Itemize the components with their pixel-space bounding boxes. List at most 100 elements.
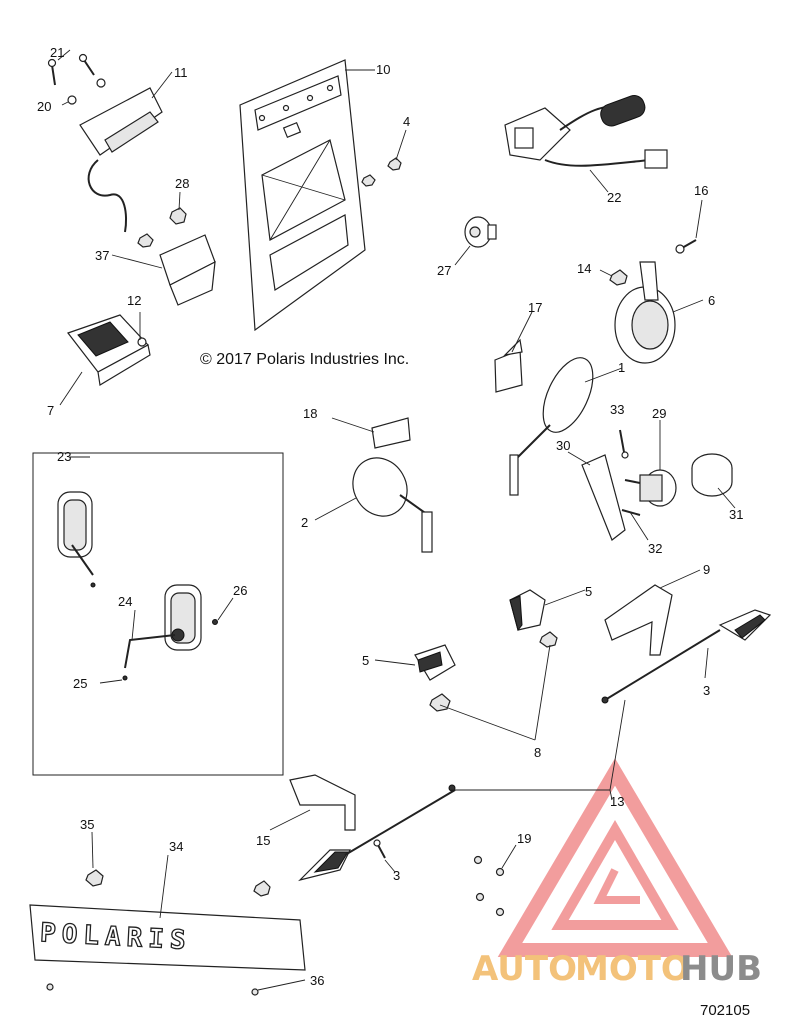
leader-24 xyxy=(131,609,136,641)
part-11-license-light xyxy=(79,87,163,233)
callout-25: 25 xyxy=(73,676,87,691)
part-4-nut xyxy=(387,157,402,171)
callout-20: 20 xyxy=(37,99,51,114)
callout-3-left: 3 xyxy=(393,868,400,883)
leader-2 xyxy=(314,497,357,521)
leader-22 xyxy=(589,169,609,193)
part-16-screw xyxy=(675,239,697,254)
part-nut-34 xyxy=(253,880,271,897)
part-20-washer-2 xyxy=(96,78,106,88)
leader-30 xyxy=(567,451,591,466)
callout-26: 26 xyxy=(233,583,247,598)
part-27-connector xyxy=(464,216,497,248)
part-31-ring xyxy=(691,453,733,497)
callout-17: 17 xyxy=(528,300,542,315)
part-35-nut xyxy=(85,869,104,887)
part-32-pin xyxy=(624,479,641,484)
leader-37 xyxy=(111,254,163,269)
leader-35 xyxy=(91,831,94,869)
part-2-mirror xyxy=(352,457,433,553)
part-32-pin-2 xyxy=(621,509,641,516)
leader-32 xyxy=(629,511,649,541)
callout-34: 34 xyxy=(169,839,183,854)
leader-17 xyxy=(511,311,533,353)
part-14-nut xyxy=(609,269,628,286)
part-13-signal-left xyxy=(298,784,456,882)
leader-27 xyxy=(454,245,471,266)
callout-14: 14 xyxy=(577,261,591,276)
leader-25 xyxy=(99,679,123,684)
part-15-bracket xyxy=(289,774,356,831)
callout-7: 7 xyxy=(47,403,54,418)
leader-19 xyxy=(501,844,517,869)
callout-13: 13 xyxy=(610,794,624,809)
callout-28: 28 xyxy=(175,176,189,191)
callout-5-upper: 5 xyxy=(585,584,592,599)
leader-14 xyxy=(599,269,613,277)
callout-9: 9 xyxy=(703,562,710,577)
part-36-screw-right xyxy=(251,988,259,996)
callout-1: 1 xyxy=(618,360,625,375)
callout-33: 33 xyxy=(610,402,624,417)
part-nut-37a xyxy=(137,233,154,248)
callout-6: 6 xyxy=(708,293,715,308)
part-23-mirror-kit xyxy=(57,491,96,588)
leader-4 xyxy=(395,129,407,161)
callout-8: 8 xyxy=(534,745,541,760)
part-21-screws xyxy=(47,53,95,86)
callout-29: 29 xyxy=(652,406,666,421)
callout-2: 2 xyxy=(301,515,308,530)
part-7-module xyxy=(67,314,151,386)
part-28-bolt xyxy=(169,207,187,225)
part-19-screws xyxy=(473,855,505,917)
part-8-nut-lower xyxy=(429,693,451,712)
callout-10: 10 xyxy=(376,62,390,77)
callout-23: 23 xyxy=(57,449,71,464)
callout-36: 36 xyxy=(310,973,324,988)
part-24-rod xyxy=(122,634,176,681)
part-17-bracket xyxy=(494,338,523,393)
part-5-connector-upper xyxy=(509,589,546,632)
leader-1 xyxy=(584,367,623,383)
part-37-bracket xyxy=(159,234,216,306)
watermark-text-hub: HUB xyxy=(680,949,762,989)
leader-26 xyxy=(217,597,234,621)
watermark-logo xyxy=(497,758,733,957)
part-30-bracket xyxy=(581,454,626,541)
leader-11 xyxy=(151,71,173,99)
callout-37: 37 xyxy=(95,248,109,263)
leader-16 xyxy=(695,199,703,239)
leader-5b xyxy=(374,659,416,666)
callout-18: 18 xyxy=(303,406,317,421)
part-1-mirror xyxy=(509,357,594,496)
part-9-bracket xyxy=(604,584,673,656)
leader-28 xyxy=(178,191,181,211)
watermark-text-moto: MOTO xyxy=(575,949,690,989)
callout-32: 32 xyxy=(648,541,662,556)
leader-21 xyxy=(57,49,71,61)
leader-3-left xyxy=(384,859,396,873)
leader-36 xyxy=(257,979,306,991)
callout-5-lower: 5 xyxy=(362,653,369,668)
part-23-mirror-kit-2 xyxy=(164,584,202,651)
part-13-signal-right xyxy=(601,609,772,704)
leader-8b xyxy=(534,644,551,741)
leader-31 xyxy=(717,487,736,509)
part-36-screw-left xyxy=(46,983,54,991)
leader-18 xyxy=(331,417,375,433)
callout-15: 15 xyxy=(256,833,270,848)
part-18-bracket xyxy=(371,417,411,449)
copyright-notice: © 2017 Polaris Industries Inc. xyxy=(200,351,409,368)
callout-27: 27 xyxy=(437,263,451,278)
part-22-switch xyxy=(504,95,668,169)
leader-3-right xyxy=(704,647,709,679)
kit-23-box xyxy=(32,452,284,776)
leader-9 xyxy=(659,569,701,589)
callout-labels: 1 2 3 3 4 5 5 6 7 8 9 10 11 12 13 14 15 … xyxy=(37,45,743,988)
leader-5a xyxy=(544,589,586,606)
leader-7 xyxy=(59,371,83,406)
callout-31: 31 xyxy=(729,507,743,522)
part-29-switch xyxy=(639,469,677,507)
callout-24: 24 xyxy=(118,594,132,609)
